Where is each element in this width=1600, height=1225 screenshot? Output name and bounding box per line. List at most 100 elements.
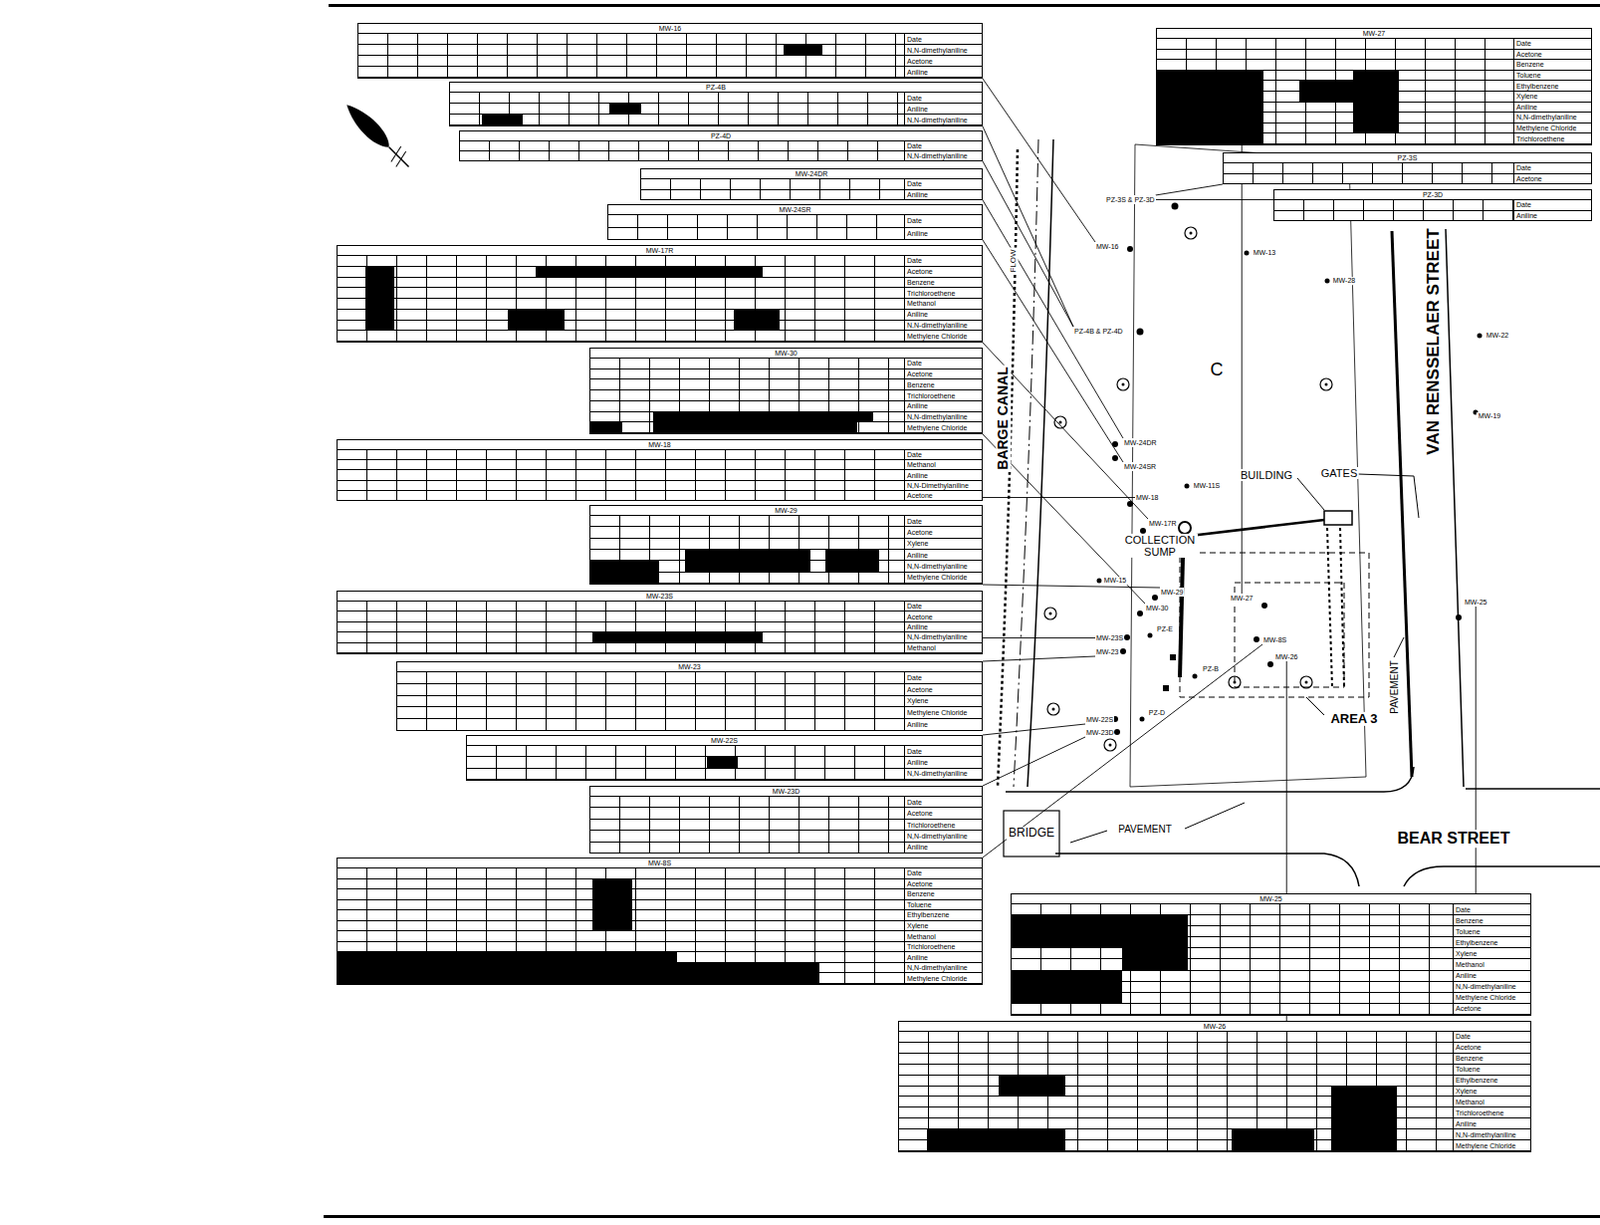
- map-line: [1059, 421, 1063, 425]
- map-line: [1477, 333, 1483, 339]
- map-line: [1003, 810, 1060, 857]
- parameter-name: Date: [1455, 906, 1471, 914]
- data-shading: [481, 114, 523, 126]
- well-id: MW-24DR: [1124, 439, 1157, 447]
- value-cells: [590, 515, 905, 526]
- table-row: Acetone: [337, 490, 982, 500]
- table-body: DateAcetoneAnilineN,N-dimethylanilineMet…: [337, 601, 982, 654]
- table-row: Date: [337, 450, 982, 460]
- table-row: Aniline: [590, 842, 982, 853]
- map-line: [1147, 633, 1153, 639]
- parameter-cell: Date: [904, 601, 982, 611]
- table-row: Acetone: [337, 879, 982, 891]
- table-row: Trichloroethene: [337, 941, 982, 953]
- data-shading: [1011, 970, 1123, 1004]
- data-shading: [1353, 70, 1400, 135]
- map-line: [1070, 830, 1108, 843]
- well-id: MW-22S: [1086, 715, 1114, 723]
- table-title: MW-30: [590, 348, 982, 359]
- parameter-name: N,N-dimethylaniline: [1455, 982, 1517, 990]
- parameter-cell: Trichloroethene: [904, 941, 982, 952]
- map-line: [1233, 681, 1237, 685]
- parameter-cell: Acetone: [904, 490, 982, 500]
- map-line: [1244, 250, 1250, 256]
- parameter-cell: Toluene: [904, 900, 982, 911]
- parameter-name: Trichloroethene: [907, 289, 955, 297]
- leader-line: [1241, 145, 1243, 594]
- parameter-cell: Trichloroethene: [904, 287, 982, 298]
- parameter-name: Aniline: [907, 402, 928, 410]
- table-row: N,N-Dimethylaniline: [337, 480, 982, 491]
- data-shading: [590, 560, 660, 584]
- map-line: [393, 151, 410, 168]
- parameter-cell: Methanol: [1452, 1096, 1531, 1107]
- table-body: DateAcetoneXyleneAnilineN,N-dimethylanil…: [590, 515, 982, 584]
- table-row: Methanol: [337, 459, 982, 470]
- parameter-cell: Aniline: [904, 103, 982, 114]
- table-row: Date: [1223, 163, 1592, 175]
- well-id: MW-25: [1464, 598, 1487, 606]
- map-line: [1013, 139, 1039, 787]
- data-shading: [1011, 914, 1123, 948]
- value-cells: [459, 141, 905, 151]
- parameter-name: Date: [907, 869, 922, 877]
- map-line: [1445, 228, 1464, 787]
- leader-line: [982, 126, 1074, 327]
- parameter-name: Ethylbenzene: [1516, 82, 1559, 90]
- parameter-cell: Aniline: [904, 309, 982, 320]
- parameter-cell: Date: [904, 33, 982, 44]
- parameter-cell: Benzene: [1452, 914, 1531, 925]
- parameter-name: Acetone: [907, 809, 933, 817]
- parameter-name: Aniline: [907, 191, 928, 199]
- parameter-name: Acetone: [907, 57, 933, 65]
- parameter-cell: Aniline: [904, 951, 982, 962]
- value-cells: [590, 526, 905, 537]
- table-row: Ethylbenzene: [337, 910, 982, 921]
- site-features: [1070, 144, 1419, 843]
- north-arrow: [340, 98, 416, 174]
- map-line: [1049, 612, 1053, 616]
- value-cells: [590, 401, 905, 412]
- value-cells: [1223, 163, 1514, 174]
- parameter-name: Acetone: [1516, 175, 1543, 183]
- table-row: Date: [450, 92, 982, 104]
- data-table: MW-24DRDateAniline: [640, 168, 983, 201]
- parameter-name: Ethylbenzene: [1455, 1076, 1498, 1084]
- map-line: [1358, 473, 1419, 518]
- parameter-cell: Benzene: [1513, 59, 1592, 70]
- parameter-name: Aniline: [907, 843, 928, 851]
- parameter-name: Date: [907, 180, 922, 188]
- data-shading: [592, 879, 633, 932]
- parameter-cell: N,N-dimethylaniline: [904, 830, 982, 841]
- parameter-cell: N,N-dimethylaniline: [904, 768, 982, 779]
- value-cells: [337, 277, 905, 288]
- value-cells: [337, 450, 905, 459]
- parameter-cell: Aniline: [904, 66, 982, 77]
- value-cells: [358, 66, 905, 77]
- leader-line: [1155, 199, 1274, 201]
- table-body: DateMethanolAnilineN,N-DimethylanilineAc…: [337, 450, 982, 500]
- table-row: Date: [337, 868, 982, 880]
- table-row: Date: [608, 215, 982, 229]
- well-label: MW-23: [1095, 647, 1120, 657]
- leader-line: [982, 161, 1074, 327]
- table-row: Acetone: [397, 684, 982, 696]
- table-body: DateAcetoneBenzeneTrichloroetheneAniline…: [590, 358, 982, 434]
- parameter-cell: Acetone: [904, 879, 982, 890]
- table-title: MW-24DR: [641, 169, 982, 180]
- parameter-cell: Date: [904, 141, 982, 151]
- parameter-name: Acetone: [907, 267, 933, 275]
- table-row: Xylene: [1011, 947, 1531, 959]
- parameter-name: Date: [1516, 201, 1532, 209]
- data-shading: [677, 962, 819, 984]
- value-cells: [337, 459, 905, 469]
- parameter-cell: Methylene Chloride: [904, 972, 982, 983]
- table-row: Xylene: [899, 1086, 1531, 1098]
- map-line: [1300, 676, 1313, 688]
- table-row: Trichloroethene: [590, 390, 982, 402]
- parameter-name: Aniline: [907, 68, 928, 76]
- parameter-cell: Methylene Chloride: [1513, 123, 1592, 134]
- table-row: Acetone: [1223, 174, 1592, 185]
- leader-line: [982, 644, 1263, 858]
- table-body: DateAcetone: [1223, 163, 1592, 184]
